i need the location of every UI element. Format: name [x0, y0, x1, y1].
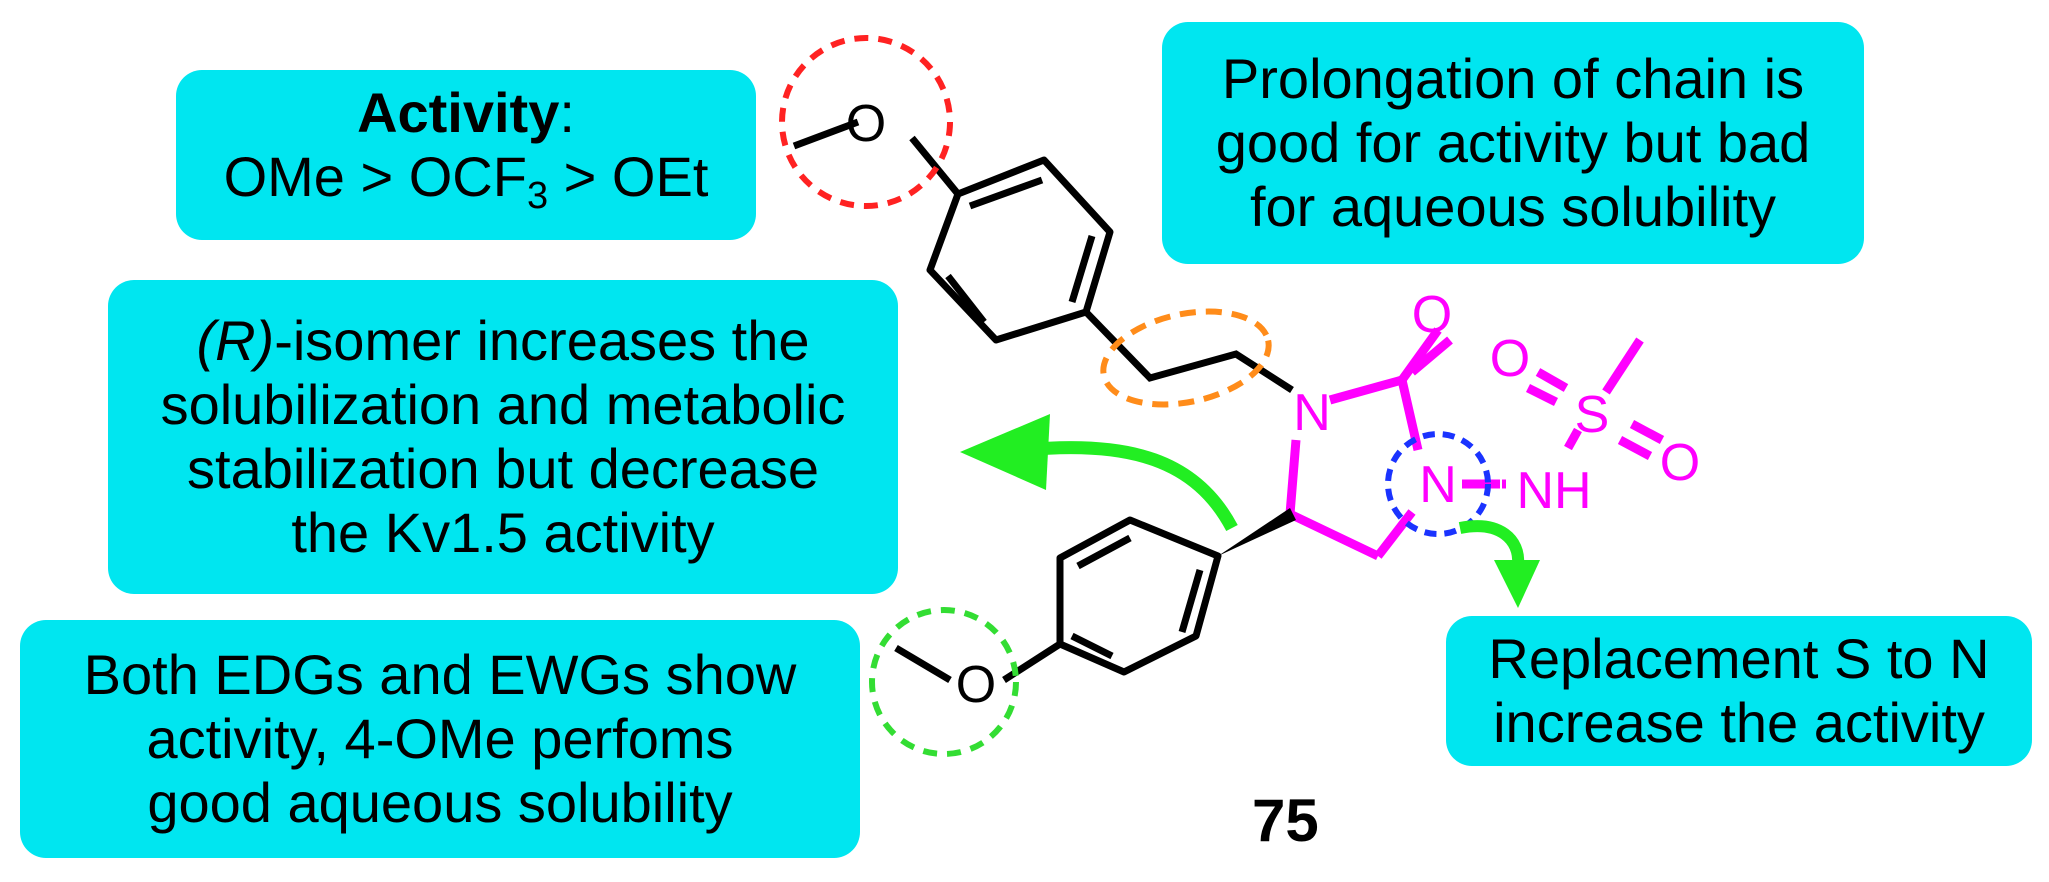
top-benzene-ring	[926, 156, 1114, 344]
activity-order-part1: OMe > OCF	[223, 145, 527, 209]
chain-note: Prolongation of chain is good for activi…	[1162, 22, 1864, 264]
stereo-wedge-bond	[1218, 508, 1296, 556]
atom-nh: NH	[1516, 462, 1591, 520]
substituent-note: Both EDGs and EWGs show activity, 4-OMe …	[20, 620, 860, 858]
activity-order-sub: 3	[526, 175, 549, 218]
imidazolidinone-ring	[1285, 327, 1500, 561]
atom-o-sulfonyl-2: O	[1660, 434, 1700, 492]
top-methoxy-bond	[909, 135, 961, 197]
bottom-benzene-ring	[1056, 516, 1222, 676]
orange-dashed-ellipse	[1100, 308, 1272, 408]
atom-s: S	[1575, 386, 1610, 444]
green-arrow-to-isomer	[1023, 441, 1238, 532]
nh-s-bond	[1564, 427, 1582, 451]
activity-order-part2: > OEt	[548, 145, 709, 209]
atom-o-sulfonyl-1: O	[1490, 330, 1530, 388]
ethyl-chain	[1083, 309, 1294, 393]
red-dashed-circle	[779, 35, 953, 209]
activity-note: Activity: OMe > OCF3 > OEt	[176, 70, 756, 240]
atom-o-bottom: O	[956, 656, 996, 714]
blue-dashed-circle	[1385, 431, 1491, 537]
atom-o-top: O	[846, 95, 886, 153]
green-arrowhead-left	[960, 414, 1050, 490]
bottom-methyl-bond	[894, 644, 952, 684]
compound-number: 75	[1252, 787, 1319, 854]
atom-n-amino: N	[1419, 456, 1457, 514]
edg-line-2: activity, 4-OMe perfoms	[146, 707, 734, 770]
atom-o-carbonyl: O	[1412, 286, 1452, 344]
isomer-line-3: stabilization but decrease	[187, 437, 819, 500]
isomer-line-1: -isomer increases the	[274, 309, 810, 372]
chain-line-1: Prolongation of chain is	[1221, 47, 1805, 110]
atom-n-ring: N	[1293, 384, 1331, 442]
isomer-r-label: (R)	[196, 309, 275, 372]
replace-line-2: increase the activity	[1493, 691, 1985, 754]
activity-heading: Activity	[357, 81, 560, 145]
isomer-note: (R)-isomer increases the solubilization …	[108, 280, 898, 594]
sulfonyl-group	[1525, 337, 1665, 460]
bottom-methoxy-bond	[1002, 641, 1062, 683]
green-arrow-to-replace	[1458, 520, 1525, 565]
chain-line-3: for aqueous solubility	[1249, 175, 1777, 238]
green-dashed-circle	[869, 607, 1019, 757]
chain-line-2: good for activity but bad	[1215, 111, 1811, 174]
isomer-line-4: the Kv1.5 activity	[291, 501, 715, 564]
activity-colon: :	[559, 81, 575, 145]
isomer-line-2: solubilization and metabolic	[160, 373, 846, 436]
top-methyl-bond	[792, 118, 860, 150]
edg-line-1: Both EDGs and EWGs show	[83, 643, 797, 706]
replacement-note: Replacement S to N increase the activity	[1446, 616, 2032, 766]
edg-line-3: good aqueous solubility	[147, 771, 733, 834]
green-arrowhead-down	[1494, 560, 1540, 608]
replace-line-1: Replacement S to N	[1488, 627, 1990, 690]
